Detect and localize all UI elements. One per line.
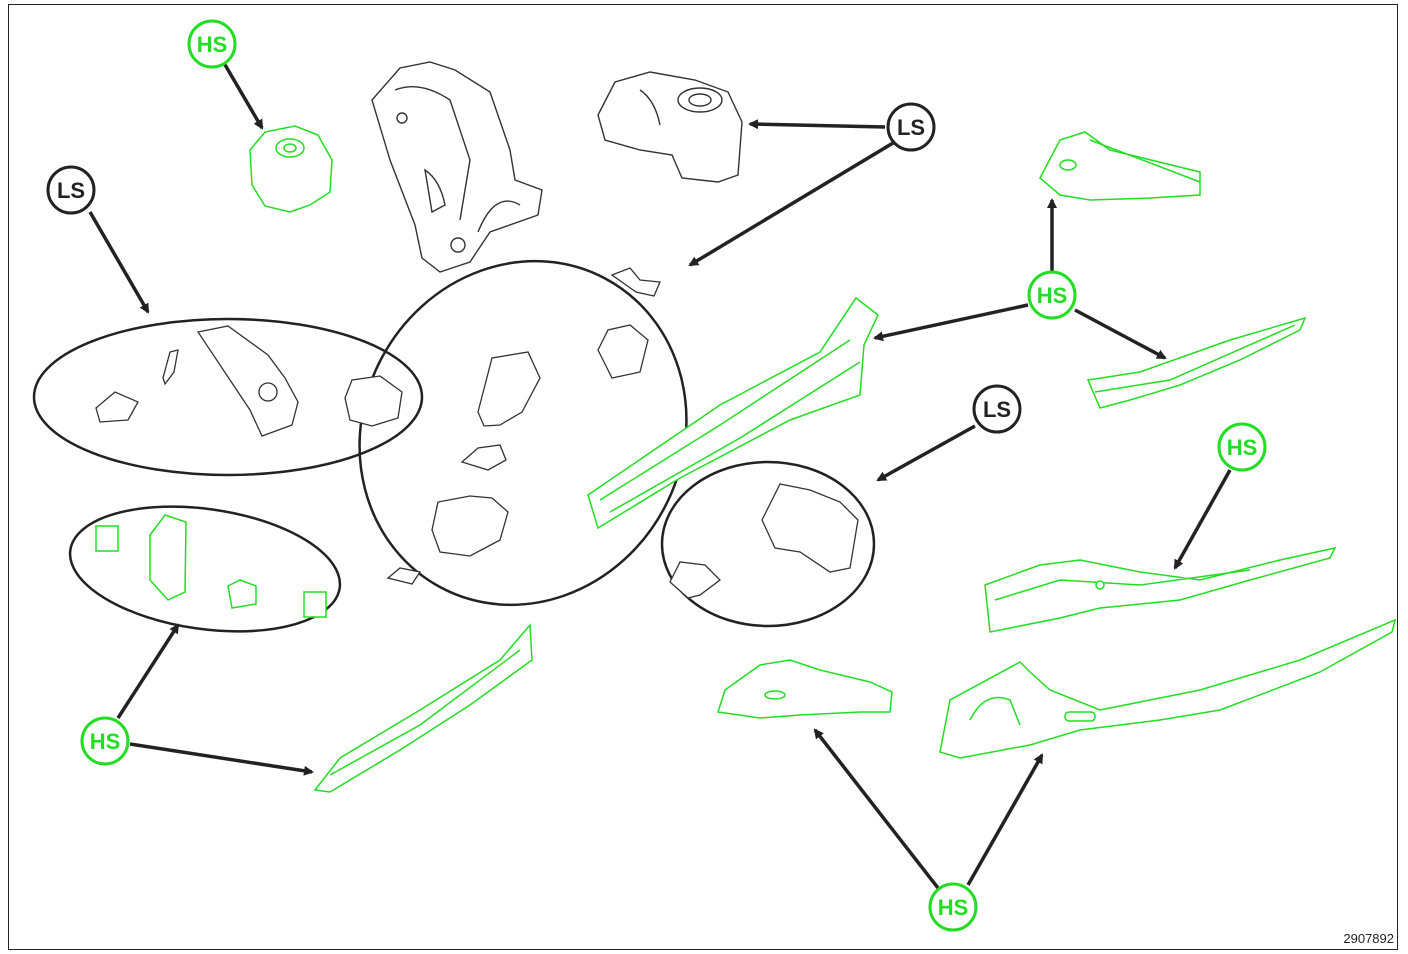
hs-badge-label: HS xyxy=(1037,283,1068,308)
hs-badge-label: HS xyxy=(1227,435,1258,460)
part-rear-rail-hs xyxy=(939,618,1397,759)
part-rocker-rail-hs xyxy=(587,296,879,530)
group-ellipse-left-ls xyxy=(32,317,424,477)
group-ellipse-center-right-ls xyxy=(660,460,876,628)
hs-badge-label: HS xyxy=(197,32,228,57)
hs-badge-label: HS xyxy=(938,895,969,920)
parts-left-ls-group xyxy=(95,325,403,437)
group-ellipse-center-ls xyxy=(358,259,688,607)
ls-badge-top-center: LS xyxy=(886,102,936,152)
figure-number: 2907892 xyxy=(1343,931,1394,946)
parts-bottom-left-hs-group xyxy=(95,514,327,618)
diagram-frame xyxy=(8,4,1398,950)
hs-badge-right-middle: HS xyxy=(1217,422,1267,472)
group-ellipse-bottom-left-hs xyxy=(68,505,342,633)
parts-center-right-ls-group xyxy=(669,483,859,599)
part-apron-rail-hs xyxy=(1086,316,1307,409)
hs-badge-label: HS xyxy=(90,729,121,754)
hs-badge-bottom-center: HS xyxy=(928,882,978,932)
part-strut-cap-hs xyxy=(249,125,333,213)
part-wheelhouse-inner xyxy=(371,61,543,273)
ls-badge-label: LS xyxy=(57,178,85,203)
part-front-lower-rail-hs xyxy=(717,659,893,719)
part-upper-rail-hs xyxy=(1039,131,1201,201)
ls-badge-center-right: LS xyxy=(972,384,1022,434)
part-shock-tower-upper xyxy=(597,71,743,183)
arrows xyxy=(88,62,1232,890)
part-sill-inner-hs xyxy=(313,623,533,793)
hs-badge-right-upper: HS xyxy=(1027,270,1077,320)
parts-center-ls-group xyxy=(386,267,661,585)
hs-badge-top-left: HS xyxy=(187,19,237,69)
hs-badge-bottom-left: HS xyxy=(80,716,130,766)
ls-badge-left: LS xyxy=(46,165,96,215)
ls-badge-label: LS xyxy=(983,397,1011,422)
ls-badge-label: LS xyxy=(897,115,925,140)
part-front-rail-hs xyxy=(984,546,1337,633)
